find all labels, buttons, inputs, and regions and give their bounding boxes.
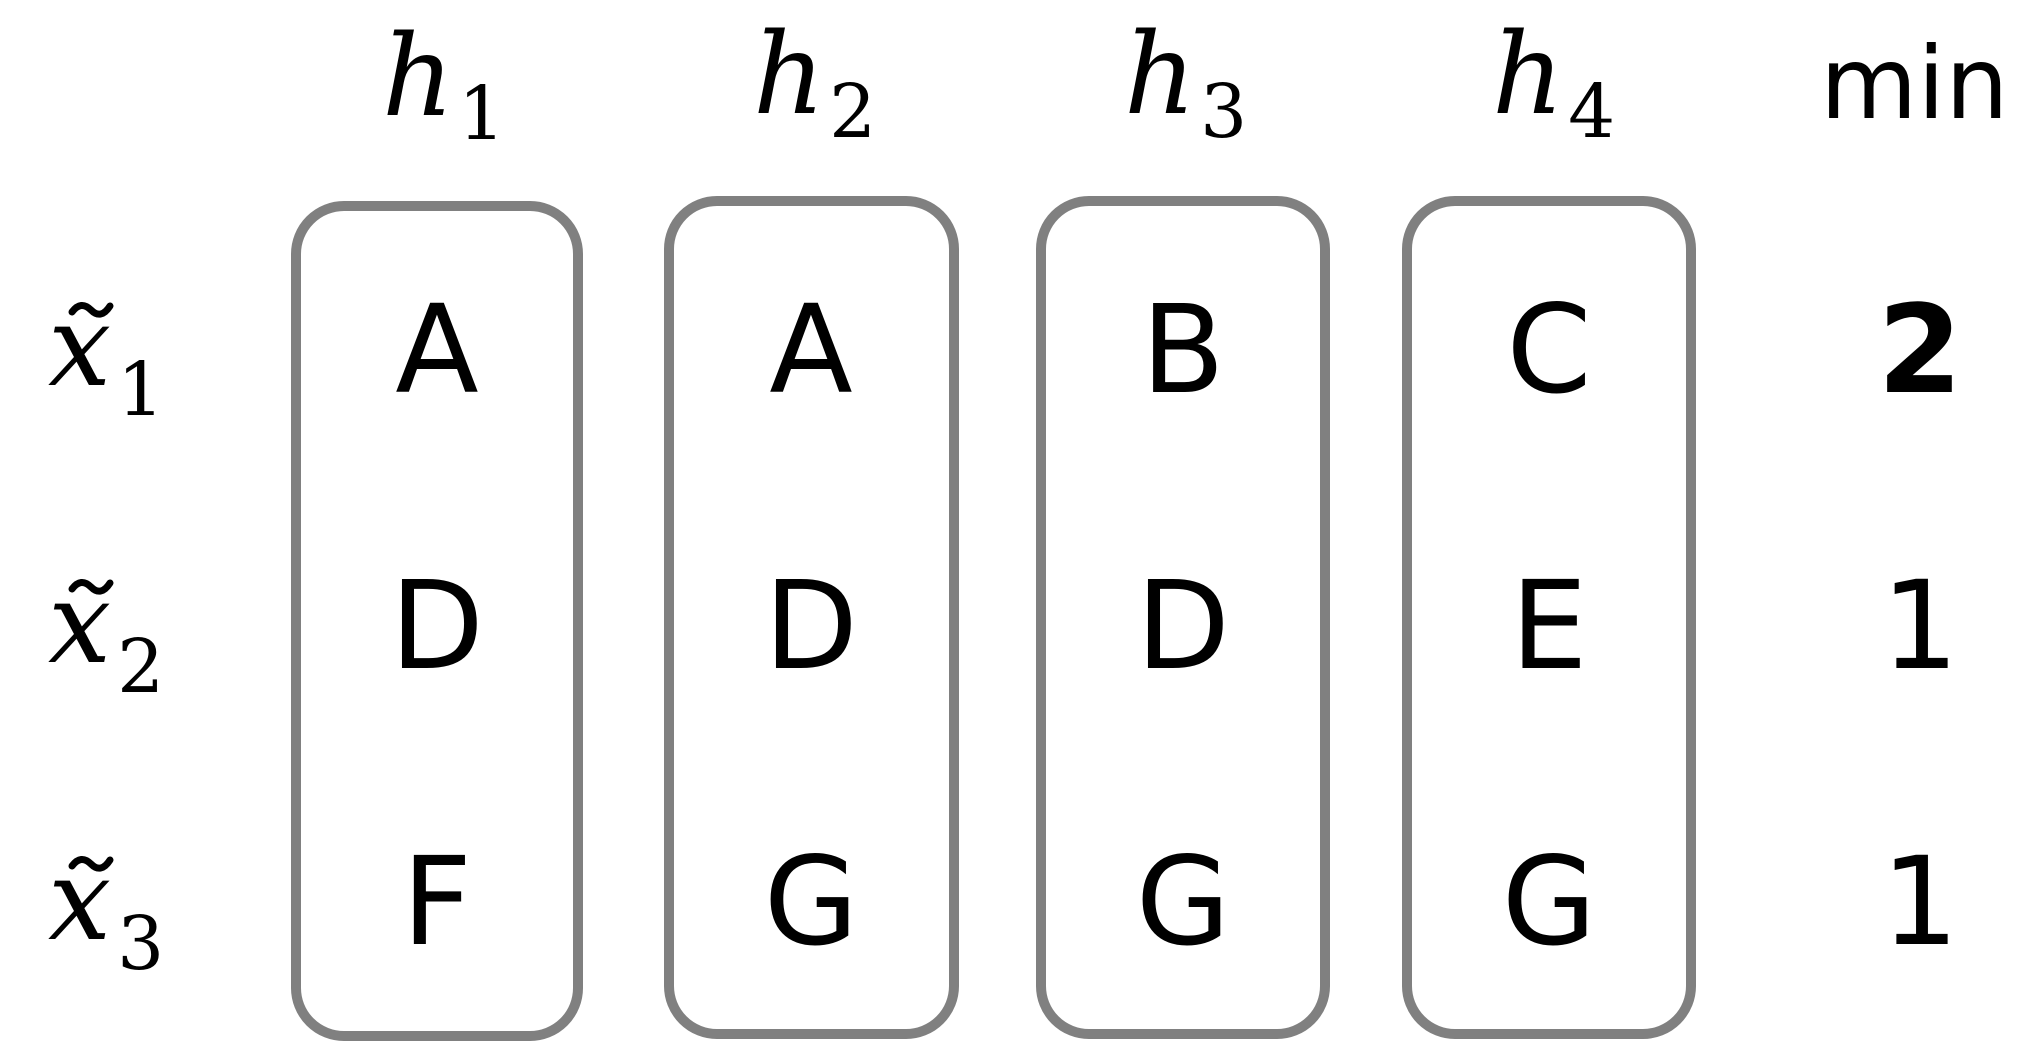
- tilde-accent-row2: [68, 579, 114, 595]
- cell-h3-row2: D: [1136, 555, 1230, 697]
- tilde-accent-row3: [68, 856, 114, 872]
- min-column-header: min: [1820, 25, 2009, 142]
- cell-h1-row1: A: [395, 279, 478, 421]
- cell-h3-row1: B: [1141, 279, 1225, 421]
- cell-h2-row1: A: [769, 279, 852, 421]
- cell-h4-row3: G: [1502, 831, 1597, 973]
- tilde-accent-row1: [68, 302, 114, 318]
- cell-h1-row2: D: [390, 555, 484, 697]
- column-box-h4: [1402, 196, 1696, 1039]
- row-label-x1: x1: [48, 282, 164, 433]
- row-label-x2: x2: [48, 559, 164, 710]
- cell-h2-row3: G: [764, 831, 859, 973]
- cell-h4-row2: E: [1510, 555, 1587, 697]
- column-header-h3: h3: [1124, 10, 1247, 155]
- column-header-h4: h4: [1492, 10, 1615, 155]
- column-header-h1: h1: [382, 12, 505, 157]
- min-value-row1: 2: [1878, 279, 1963, 421]
- min-value-row3: 1: [1881, 831, 1959, 973]
- cell-h2-row2: D: [764, 555, 858, 697]
- column-box-h1: [291, 201, 583, 1041]
- column-box-h3: [1036, 196, 1330, 1039]
- column-header-h2: h2: [753, 10, 876, 155]
- row-label-x3: x3: [48, 836, 164, 987]
- column-box-h2: [664, 196, 959, 1039]
- cell-h1-row3: F: [402, 831, 472, 973]
- cell-h3-row3: G: [1136, 831, 1231, 973]
- min-value-row2: 1: [1881, 555, 1959, 697]
- cell-h4-row1: C: [1506, 279, 1591, 421]
